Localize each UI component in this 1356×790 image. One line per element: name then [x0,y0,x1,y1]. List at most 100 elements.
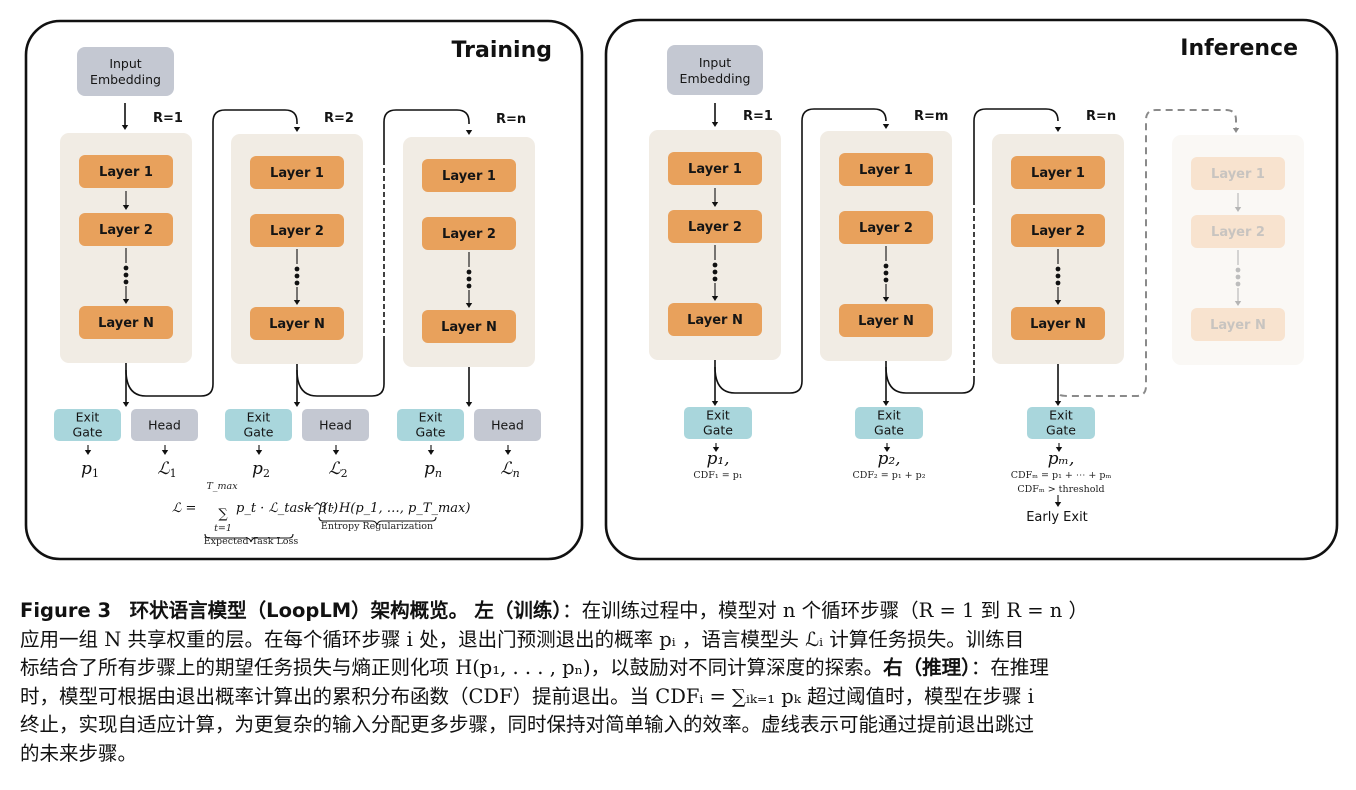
arrow-head-icon [255,450,263,455]
layer-n-block [79,306,173,339]
layer-2-block-label: Layer 2 [270,224,324,239]
sum-symbol: ∑ [218,507,228,522]
round-label: R=2 [324,111,354,126]
ellipsis-dot [712,269,718,275]
training-title: Training [452,38,552,63]
arrow-head-icon [712,447,720,452]
ellipsis-dot [466,276,472,282]
exit-gate-block [397,409,464,441]
layer-2-block-label: Layer 2 [688,220,742,235]
exit-gate-block [684,407,752,439]
head-block [302,409,369,441]
ellipsis-dot [1235,274,1241,280]
entropy-regularization-label: Entropy Regularization [321,521,433,532]
arrow-head-icon [1054,401,1062,406]
layer-1-block [79,155,173,188]
head-label: Head [491,418,524,433]
layer-n-block [839,304,933,337]
arrow-head-icon [122,205,130,210]
arrow-head-icon [121,125,129,130]
layer-n-block [668,303,762,336]
figure-caption: Figure 3 环状语言模型（LoopLM）架构概览。 左（训练）：在训练过程… [20,597,1340,768]
caption-line-4: 时，模型可根据由退出概率计算出的累积分布函数（CDF）提前退出。当 CDFᵢ =… [20,684,1035,708]
arrow-head-icon [1054,127,1062,132]
arrow-head-icon [427,450,435,455]
layer-1-block-label: Layer 1 [442,169,496,184]
input-embedding-block [667,45,763,95]
ellipsis-dot [294,280,300,286]
caption-line-5: 终止，实现自适应计算，为更复杂的输入分配更多步骤，同时保持对简单输入的效率。虚线… [20,713,1035,736]
arrow-head-icon [84,450,92,455]
exit-gate-block [1027,407,1095,439]
layer-n-block [1191,308,1285,341]
ellipsis-dot [1055,280,1061,286]
arrow-head-icon [1234,301,1242,306]
layer-1-block-label: Layer 1 [688,162,742,177]
arrow-head-icon [1054,502,1062,507]
arrow-head-icon [1054,300,1062,305]
sum-lower-limit: t=1 [214,523,232,534]
caption-title: 环状语言模型（LoopLM）架构概览。 [129,599,469,622]
arrow-head-icon [882,401,890,406]
arrow-head-icon [883,447,891,452]
round-label: R=m [914,109,948,124]
layer-1-block [1191,157,1285,190]
layer-2-block-label: Layer 2 [859,221,913,236]
layer-2-block [839,211,933,244]
skipped-step-connector [1059,109,1237,397]
layer-1-block [422,159,516,192]
arrow-head-icon [711,202,719,207]
input-embedding-block [77,47,174,96]
arrow-head-icon [711,401,719,406]
exit-probability: p₁, [706,449,729,469]
ellipsis-dot [712,262,718,268]
arrow-head-icon [465,130,473,135]
caption-text: 标结合了所有步骤上的期望任务损失与熵正则化项 H(p₁, . . . , pₙ)… [20,656,884,679]
caption-line-2: 应用一组 N 共享权重的层。在每个循环步骤 i 处，退出门预测退出的概率 pᵢ … [20,627,1025,651]
expected-task-loss-label: Expected Task Loss [204,536,299,547]
head-block [474,409,541,441]
figure-label: Figure 3 [20,599,112,622]
layer-2-block-label: Layer 2 [442,227,496,242]
entropy-term: − β · H(p_1, …, p_T_max) [304,501,470,516]
layer-1-block-label: Layer 1 [1031,166,1085,181]
arrow-head-icon [161,450,169,455]
layer-2-block-label: Layer 2 [1031,224,1085,239]
arrow-head-icon [882,124,890,129]
arrow-head-icon [332,450,340,455]
early-exit-label: Early Exit [1026,510,1088,525]
arrow-head-icon [293,402,301,407]
ellipsis-dot [123,272,129,278]
ellipsis-dot [883,263,889,269]
layer-n-block-label: Layer N [98,316,154,331]
layer-1-block-label: Layer 1 [1211,167,1265,182]
sum-upper-limit: T_max [206,481,238,492]
ellipsis-dot [1055,266,1061,272]
inference-title: Inference [1180,36,1298,61]
cdf-expression: CDF₂ = p₁ + p₂ [852,470,925,481]
ellipsis-dot [466,283,472,289]
ellipsis-dot [1235,267,1241,273]
loop-back-connector [296,109,470,397]
cdf-expression: CDFₘ = p₁ + ⋯ + pₘ [1011,470,1112,481]
layer-2-block [668,210,762,243]
arrow-head-icon [465,402,473,407]
caption-left-label: 左（训练） [474,599,563,622]
layer-n-block-label: Layer N [1030,317,1086,332]
ellipsis-dot [123,265,129,271]
caption-line-6: 的未来步骤。 [20,741,138,765]
arrow-head-icon [1234,207,1242,212]
round-label: R=n [1086,109,1116,124]
arrow-head-icon [1232,128,1240,133]
arrow-head-icon [122,402,130,407]
layer-2-block [250,214,344,247]
layer-1-block-label: Layer 1 [270,166,324,181]
arrow-head-icon [122,299,130,304]
layer-2-block [422,217,516,250]
ellipsis-dot [1055,273,1061,279]
